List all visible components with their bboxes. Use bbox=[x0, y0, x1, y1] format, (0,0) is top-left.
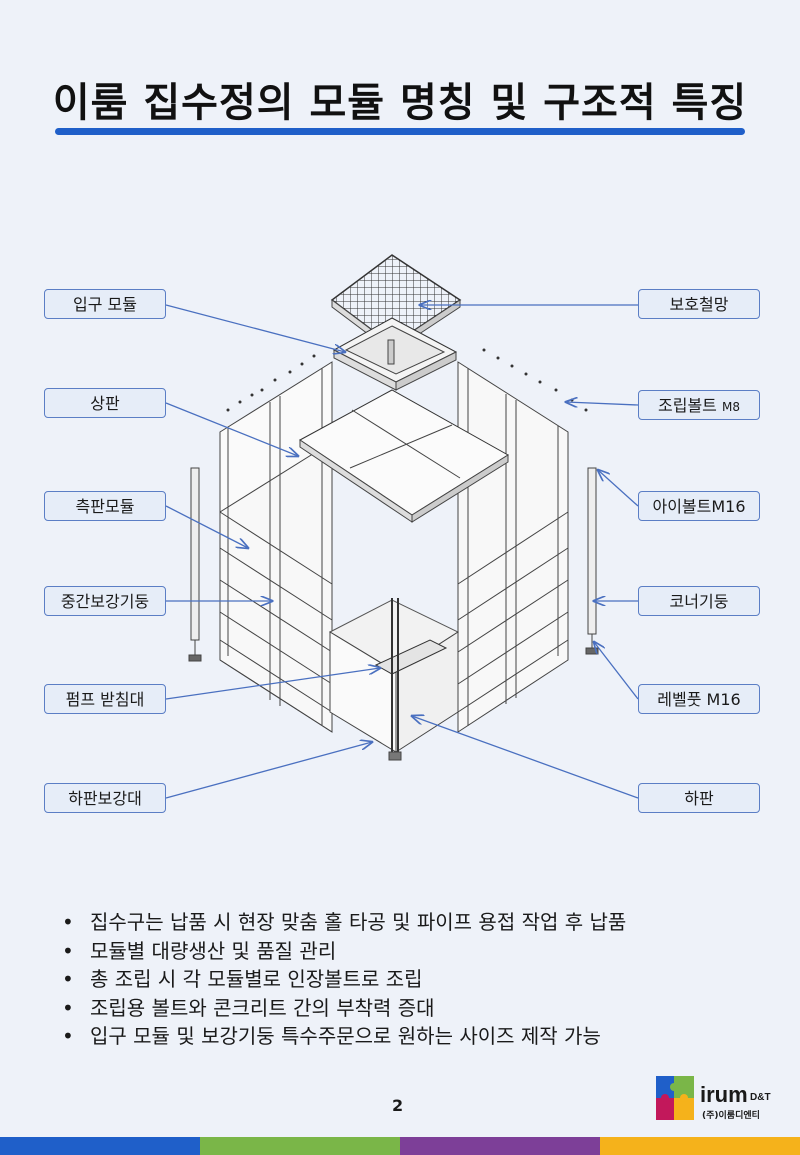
left-wall-part bbox=[219, 361, 333, 733]
feature-item: 집수구는 납품 시 현장 맞춤 홀 타공 및 파이프 용접 작업 후 납품 bbox=[62, 908, 782, 937]
top-plate-part bbox=[299, 389, 509, 523]
right-wall-part bbox=[457, 361, 569, 733]
page-title: 이룸 집수정의 모듈 명칭 및 구조적 특징 bbox=[52, 80, 748, 126]
label-assembly-bolt: 조립볼트 M8 bbox=[638, 390, 760, 420]
label-inlet-module: 입구 모듈 bbox=[44, 289, 166, 319]
feature-item: 조립용 볼트와 콘크리트 간의 부착력 증대 bbox=[62, 994, 782, 1023]
bottom-color-bar bbox=[0, 1137, 800, 1155]
label-assembly-bolt-text: 조립볼트 bbox=[658, 396, 717, 415]
label-bottom-plate: 하판 bbox=[638, 783, 760, 813]
feature-list: 집수구는 납품 시 현장 맞춤 홀 타공 및 파이프 용접 작업 후 납품 모듈… bbox=[62, 908, 782, 1051]
inlet-module-part bbox=[332, 317, 458, 391]
label-bottom-reinforce: 하판보강대 bbox=[44, 783, 166, 813]
bar-purple bbox=[400, 1137, 600, 1155]
logo-suffix: D&T bbox=[750, 1092, 771, 1103]
feature-item: 총 조립 시 각 모듈별로 인장볼트로 조립 bbox=[62, 965, 782, 994]
logo-company: (주)이룸디엔티 bbox=[702, 1111, 760, 1121]
page-number: 2 bbox=[392, 1096, 404, 1115]
label-grating: 보호철망 bbox=[638, 289, 760, 319]
label-corner-column: 코너기둥 bbox=[638, 586, 760, 616]
bar-green bbox=[200, 1137, 400, 1155]
label-top-plate: 상판 bbox=[44, 388, 166, 418]
feature-item: 입구 모듈 및 보강기둥 특수주문으로 원하는 사이즈 제작 가능 bbox=[62, 1022, 782, 1051]
label-mid-column: 중간보강기둥 bbox=[44, 586, 166, 616]
logo-name: irum bbox=[700, 1082, 748, 1107]
pit-drawing bbox=[188, 254, 599, 761]
bottom-plate-part bbox=[328, 598, 460, 761]
bar-yellow bbox=[600, 1137, 800, 1155]
label-eye-bolt: 아이볼트M16 bbox=[638, 491, 760, 521]
puzzle-logo-icon bbox=[656, 1076, 694, 1120]
leader-arrows bbox=[165, 305, 639, 799]
exploded-diagram bbox=[165, 254, 639, 799]
label-assembly-bolt-size: M8 bbox=[721, 400, 740, 414]
label-pump-support: 펌프 받침대 bbox=[44, 684, 166, 714]
bar-blue bbox=[0, 1137, 200, 1155]
label-side-module: 측판모듈 bbox=[44, 491, 166, 521]
title-underline bbox=[55, 128, 745, 135]
feature-item: 모듈별 대량생산 및 품질 관리 bbox=[62, 937, 782, 966]
label-level-foot: 레벨풋 M16 bbox=[638, 684, 760, 714]
